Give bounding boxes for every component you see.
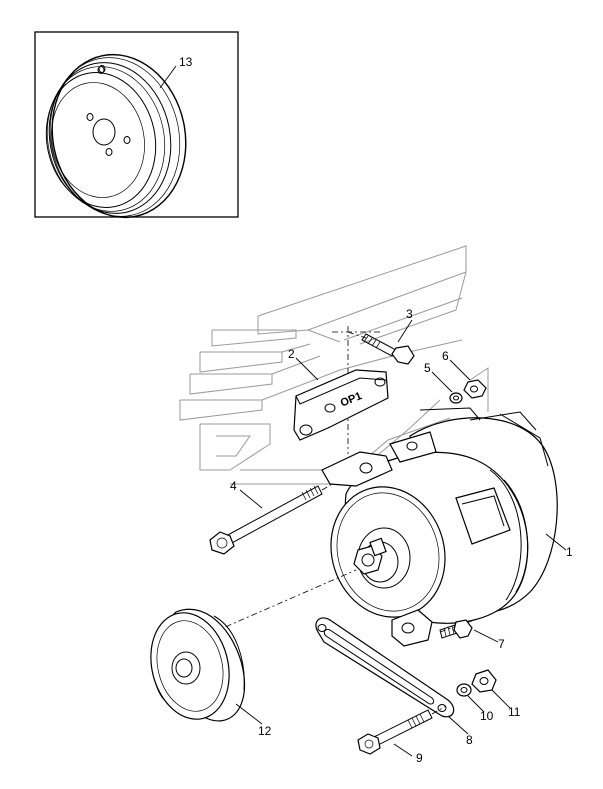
washer-5 — [449, 392, 463, 404]
callout-10: 10 — [480, 709, 494, 723]
callout-6: 6 — [442, 349, 449, 363]
centerline-pulley — [199, 569, 357, 639]
alternator-pulley-12 — [150, 608, 246, 722]
leader-9 — [393, 743, 413, 757]
bolt-7 — [439, 619, 473, 639]
callout-1: 1 — [566, 545, 573, 559]
leader-12 — [235, 703, 263, 725]
nut-6 — [463, 379, 487, 399]
nut-11 — [471, 669, 497, 693]
inset-frame — [34, 31, 239, 218]
long-bolt-4 — [209, 475, 347, 555]
leader-7 — [473, 629, 499, 643]
leader-6 — [449, 359, 471, 381]
leader-1 — [545, 533, 567, 551]
crank-pulley-13 — [45, 53, 187, 219]
callout-12: 12 — [258, 724, 272, 738]
leader-10 — [467, 695, 485, 713]
engine-block-ghost — [179, 245, 489, 485]
alternator-1 — [321, 407, 558, 647]
callout-7: 7 — [498, 637, 505, 651]
callout-9: 9 — [416, 751, 423, 765]
callout-3: 3 — [406, 307, 413, 321]
adjusting-strap-8 — [315, 617, 455, 718]
bolt-9 — [357, 705, 447, 755]
leader-13 — [159, 65, 177, 89]
callout-5: 5 — [424, 361, 431, 375]
leader-2 — [295, 357, 319, 381]
callout-4: 4 — [230, 479, 237, 493]
callout-11: 11 — [508, 705, 521, 719]
callout-8: 8 — [466, 733, 473, 747]
leader-8 — [447, 715, 469, 735]
leader-3 — [397, 319, 413, 343]
callout-13: 13 — [179, 55, 193, 69]
inset-panel: 13 — [34, 31, 239, 219]
alternator-bracket-2: OP1 — [293, 369, 389, 441]
leader-5 — [431, 371, 453, 393]
washer-10 — [456, 683, 472, 697]
bolt-3 — [347, 331, 415, 365]
leader-4 — [239, 489, 263, 509]
callout-2: 2 — [288, 347, 295, 361]
leader-11 — [491, 689, 511, 709]
